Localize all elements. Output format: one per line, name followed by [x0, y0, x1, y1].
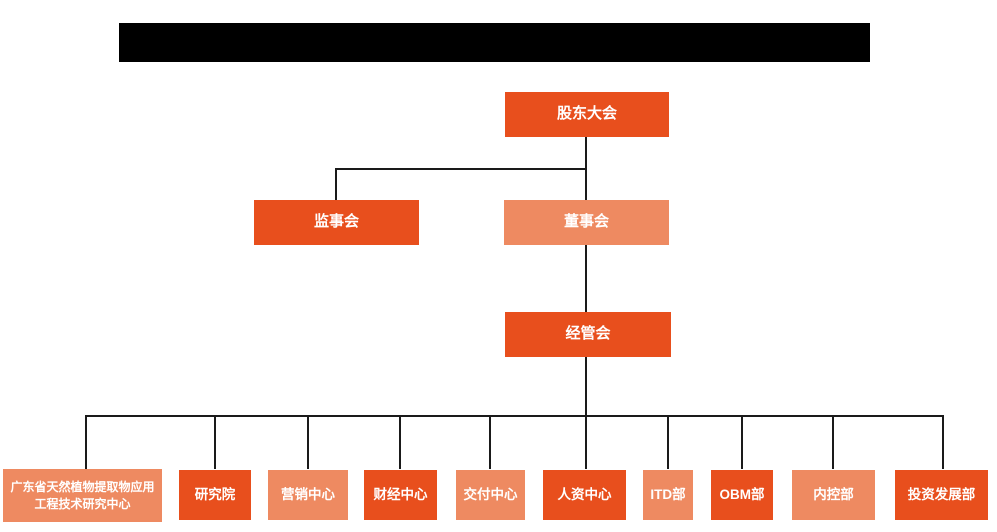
connector-board-to-management: [585, 245, 587, 312]
org-node-supervisory-board: 监事会: [254, 200, 419, 245]
connector-level2-horizontal: [335, 168, 587, 170]
org-node-dept-internal-control: 内控部: [792, 470, 875, 520]
org-node-dept-finance-center: 财经中心: [364, 470, 437, 520]
connector-dept-drop-4: [399, 416, 401, 469]
connector-dept-drop-1: [85, 416, 87, 469]
org-node-board-of-directors: 董事会: [504, 200, 669, 245]
org-node-dept-marketing-center: 营销中心: [268, 470, 348, 520]
connector-shareholders-down: [585, 137, 587, 169]
org-node-management-committee: 经管会: [505, 312, 671, 357]
connector-dept-drop-8: [741, 416, 743, 469]
connector-supervisory-drop: [335, 169, 337, 200]
org-node-dept-hr-center: 人资中心: [543, 470, 626, 520]
org-node-shareholders-meeting: 股东大会: [505, 92, 669, 137]
connector-management-down: [585, 357, 587, 416]
org-node-dept-itd: ITD部: [643, 470, 693, 520]
connector-board-drop: [585, 169, 587, 200]
connector-dept-drop-6: [585, 416, 587, 469]
connector-departments-horizontal: [85, 415, 944, 417]
org-node-dept-gd-research-center: 广东省天然植物提取物应用工程技术研究中心: [3, 469, 162, 522]
org-node-dept-delivery-center: 交付中心: [456, 470, 525, 520]
connector-dept-drop-5: [489, 416, 491, 469]
org-node-dept-investment-development: 投资发展部: [895, 470, 988, 520]
connector-dept-drop-9: [832, 416, 834, 469]
connector-dept-drop-2: [214, 416, 216, 469]
org-node-dept-obm: OBM部: [711, 470, 773, 520]
connector-dept-drop-10: [942, 416, 944, 469]
connector-dept-drop-3: [307, 416, 309, 469]
connector-dept-drop-7: [667, 416, 669, 469]
org-node-dept-research-institute: 研究院: [179, 470, 251, 520]
redacted-title-bar: [119, 23, 870, 62]
